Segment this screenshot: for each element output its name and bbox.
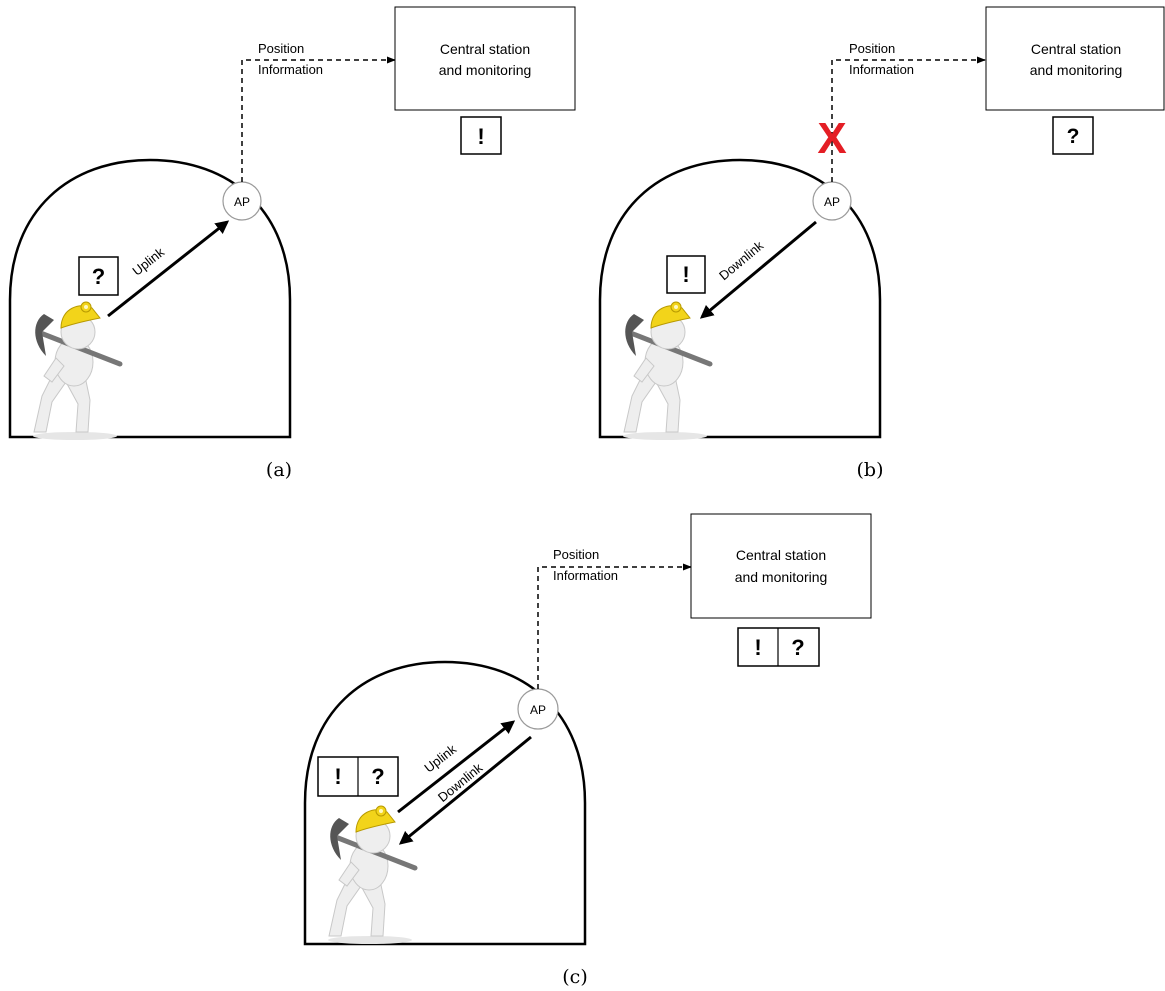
mine-tunnel-outline [303,660,587,946]
station-symbol-2: ? [791,635,804,660]
position-info-link [831,56,986,182]
station-symbol-box [1052,116,1094,155]
panel-a: Uplink ? AP Position Information Central… [8,6,576,481]
miner-symbol-box [666,255,706,294]
blocked-link-mark: X [817,114,846,163]
mine-tunnel-outline [8,158,292,439]
station-symbol-box [460,116,502,155]
miner-figure [328,805,418,944]
central-station-box [394,6,576,111]
panel-b: Downlink ! AP X Position Information Cen… [598,6,1165,481]
station-label-line1: Central station [440,41,530,57]
info-label-line2: Information [553,568,618,583]
station-symbol: ! [477,124,484,149]
info-label-line1: Position [258,41,304,56]
station-symbol: ? [1067,125,1080,148]
ap-label: AP [824,195,840,209]
station-label-line2: and monitoring [439,62,532,78]
station-symbol-1: ! [754,635,761,660]
panel-c: Uplink Downlink ! ? AP Position Informat… [303,513,872,988]
info-label-line1: Position [849,41,895,56]
station-label-line2: and monitoring [735,569,828,585]
position-info-link [537,563,692,689]
station-label-line2: and monitoring [1030,62,1123,78]
central-station-box [985,6,1165,111]
miner-figure [623,301,713,440]
ap-label: AP [234,195,250,209]
uplink-arrow [107,220,230,318]
uplink-label: Uplink [421,741,459,775]
downlink-label: Downlink [716,238,767,284]
downlink-arrow [699,220,817,319]
info-label-line2: Information [258,62,323,77]
position-info-link [241,56,396,182]
miner-symbol: ! [682,262,689,287]
panel-caption: (b) [857,459,884,481]
info-label-line2: Information [849,62,914,77]
panel-caption: (a) [266,459,292,481]
ap-label: AP [530,703,546,717]
downlink-label: Downlink [435,760,486,805]
info-label-line1: Position [553,547,599,562]
uplink-arrow [397,720,516,814]
downlink-arrow [398,735,532,845]
miner-symbol-1: ! [334,764,341,789]
central-station-box [690,513,872,619]
miner-symbol: ? [92,264,105,289]
station-label-line1: Central station [1031,41,1121,57]
station-label-line1: Central station [736,547,826,563]
mine-tunnel-outline [598,158,882,439]
miner-figure [33,301,123,440]
panel-caption: (c) [562,966,587,988]
miner-symbol-box [78,256,119,296]
miner-symbol-2: ? [371,764,384,789]
